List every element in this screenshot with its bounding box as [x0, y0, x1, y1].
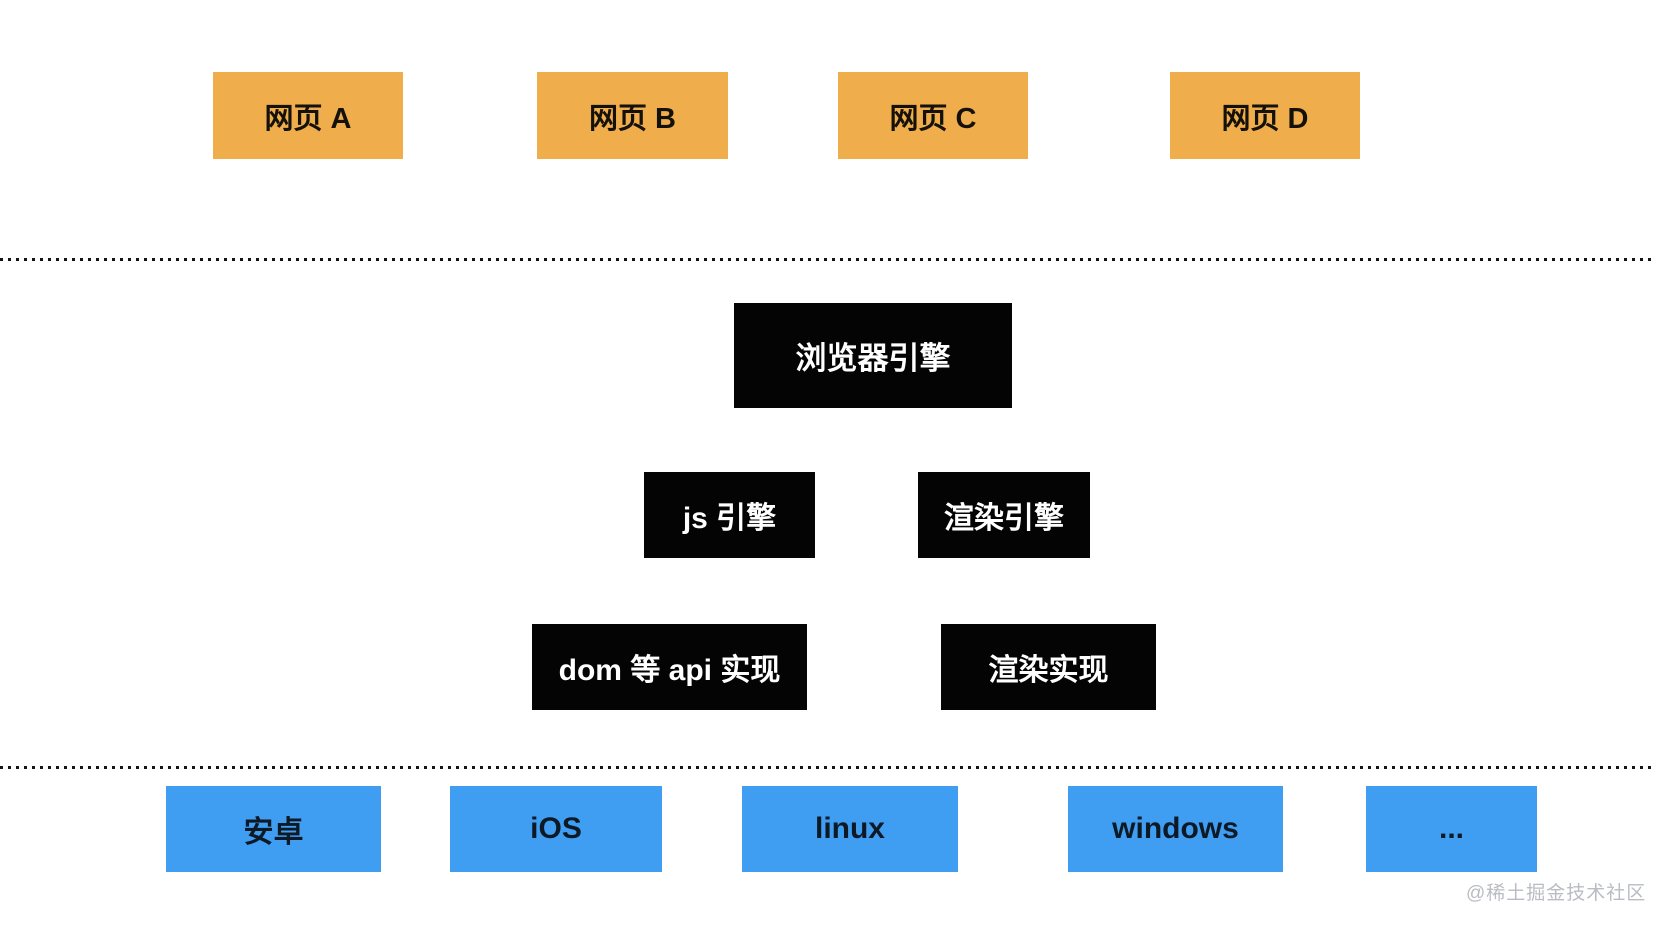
- dom-api-implementation-box: dom 等 api 实现: [532, 624, 807, 710]
- os-ellipsis-box: ...: [1366, 786, 1537, 872]
- layer-separator-bottom: [0, 766, 1656, 769]
- webpage-c-box: 网页 C: [838, 72, 1028, 159]
- layer-separator-top: [0, 258, 1656, 261]
- render-implementation-box: 渲染实现: [941, 624, 1156, 710]
- browser-engine-box: 浏览器引擎: [734, 303, 1012, 408]
- js-engine-box: js 引擎: [644, 472, 815, 558]
- webpage-d-box: 网页 D: [1170, 72, 1360, 159]
- render-engine-box: 渲染引擎: [918, 472, 1090, 558]
- os-android-box: 安卓: [166, 786, 381, 872]
- os-windows-box: windows: [1068, 786, 1283, 872]
- webpage-a-box: 网页 A: [213, 72, 403, 159]
- os-linux-box: linux: [742, 786, 958, 872]
- webpage-b-box: 网页 B: [537, 72, 728, 159]
- juejin-watermark: @稀土掘金技术社区: [1466, 883, 1647, 904]
- os-ios-box: iOS: [450, 786, 662, 872]
